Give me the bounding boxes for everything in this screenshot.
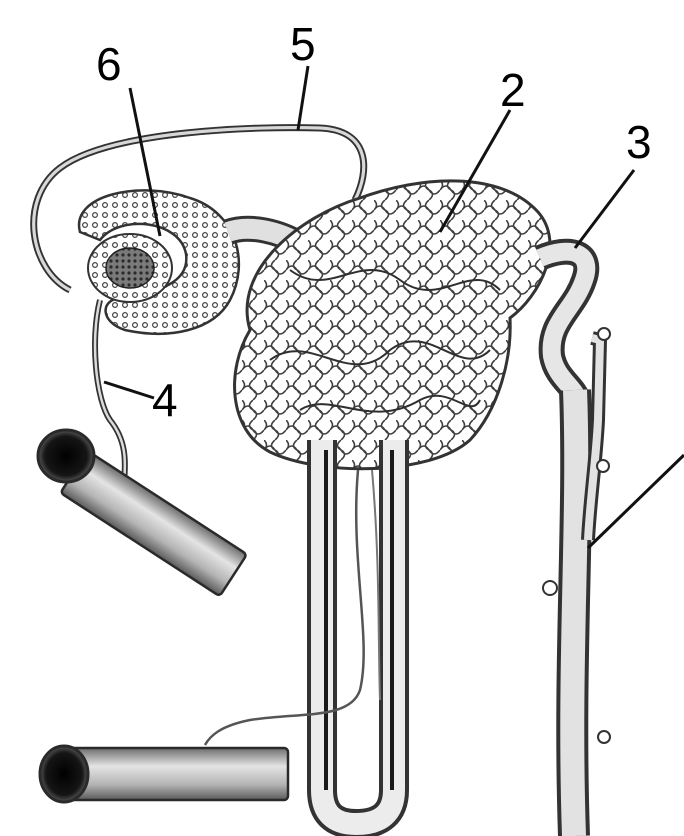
label-3: 3 (626, 116, 652, 168)
label-6: 6 (96, 38, 122, 90)
distal-tubule (540, 252, 586, 400)
renal-vein-segment (38, 430, 247, 596)
renal-artery-segment (40, 746, 288, 802)
label-5: 5 (290, 18, 316, 70)
label-4: 4 (152, 374, 178, 426)
leader-line-3 (575, 170, 634, 248)
glomerular-capsule (79, 190, 239, 333)
leader-line-4 (104, 382, 154, 398)
leader-line-5 (298, 66, 308, 130)
label-2: 2 (500, 64, 526, 116)
collecting-duct (543, 328, 610, 836)
